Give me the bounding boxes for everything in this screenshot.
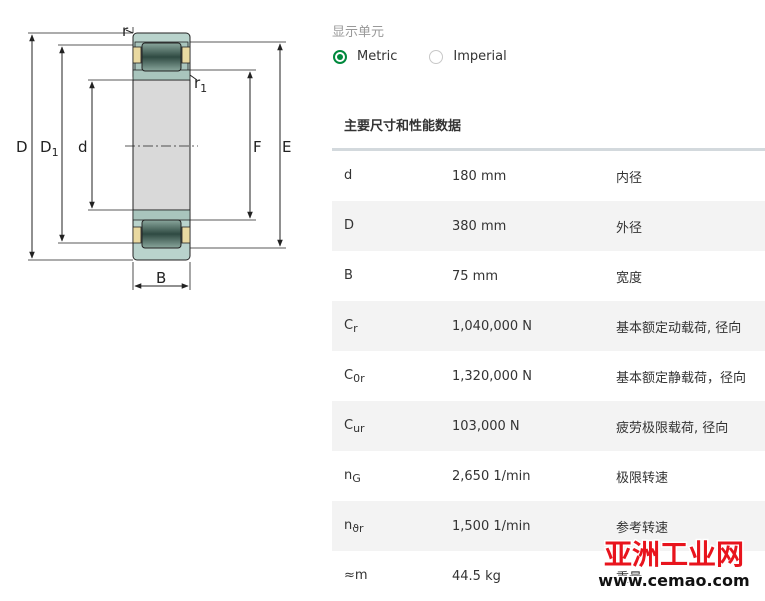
unit-metric-label: Metric [357,49,398,64]
spec-value: 44.5 kg [452,568,501,584]
spec-description: 疲劳极限载荷, 径向 [616,420,729,436]
bearing-bore-area [132,79,191,211]
spec-value: 380 mm [452,218,507,234]
spec-symbol: B [344,267,353,283]
spec-symbol: ≈m [344,567,368,583]
label-F: F [253,138,262,156]
bearing-bottom-section [132,209,191,261]
spec-description: 内径 [616,170,643,186]
spec-description: 基本额定静载荷，径向 [616,370,747,386]
extension-lines [28,27,286,290]
table-row: ≈m 44.5 kg 重量 [332,551,765,601]
spec-symbol: d [344,167,353,183]
spec-symbol: C0r [344,367,365,385]
label-r: r [122,22,129,40]
roller-bottom [141,219,182,249]
unit-imperial-label: Imperial [453,49,507,64]
spec-symbol: nG [344,467,361,485]
spec-symbol: nϑr [344,517,364,535]
spec-symbol: D [344,217,355,233]
spec-value: 2,650 1/min [452,468,531,484]
label-D1: D1 [40,138,59,159]
table-row: d 180 mm 内径 [332,151,765,201]
table-row: D 380 mm 外径 [332,201,765,251]
table-row: Cr 1,040,000 N 基本额定动载荷, 径向 [332,301,765,351]
spec-description: 重量 [616,570,643,586]
unit-imperial-radio[interactable]: Imperial [429,49,507,64]
roller-top [141,42,182,72]
radio-checked-icon [333,49,347,64]
bearing-dimension-drawing: D D1 d F E B r r1 [16,22,291,290]
table-row: B 75 mm 宽度 [332,251,765,301]
unit-selector: Metric Imperial [333,49,539,64]
label-E: E [282,138,291,156]
spec-value: 1,040,000 N [452,318,533,334]
label-D: D [16,138,28,156]
table-row: nϑr 1,500 1/min 参考转速 [332,501,765,551]
bearing-top-section [132,32,191,81]
label-r1: r1 [194,74,207,95]
spec-description: 宽度 [616,270,643,286]
specs-table: d 180 mm 内径 D 380 mm 外径 B 75 mm 宽度 Cr 1,… [332,148,765,601]
spec-value: 1,500 1/min [452,518,531,534]
spec-description: 参考转速 [616,520,669,536]
unit-selector-title: 显示单元 [332,25,385,40]
spec-value: 180 mm [452,168,507,184]
table-row: C0r 1,320,000 N 基本额定静载荷，径向 [332,351,765,401]
label-B: B [156,269,166,287]
label-d: d [78,138,88,156]
spec-symbol: Cur [344,417,365,435]
spec-description: 极限转速 [616,470,669,486]
spec-description: 外径 [616,220,643,236]
unit-metric-radio[interactable]: Metric [333,49,397,64]
spec-value: 75 mm [452,268,499,284]
table-row: nG 2,650 1/min 极限转速 [332,451,765,501]
spec-symbol: Cr [344,317,358,335]
dimension-lines [29,29,283,289]
table-row: Cur 103,000 N 疲劳极限载荷, 径向 [332,401,765,451]
spec-description: 基本额定动载荷, 径向 [616,320,742,336]
spec-value: 103,000 N [452,418,520,434]
spec-value: 1,320,000 N [452,368,533,384]
radio-unchecked-icon [429,49,444,64]
specs-section-title: 主要尺寸和性能数据 [344,119,462,134]
